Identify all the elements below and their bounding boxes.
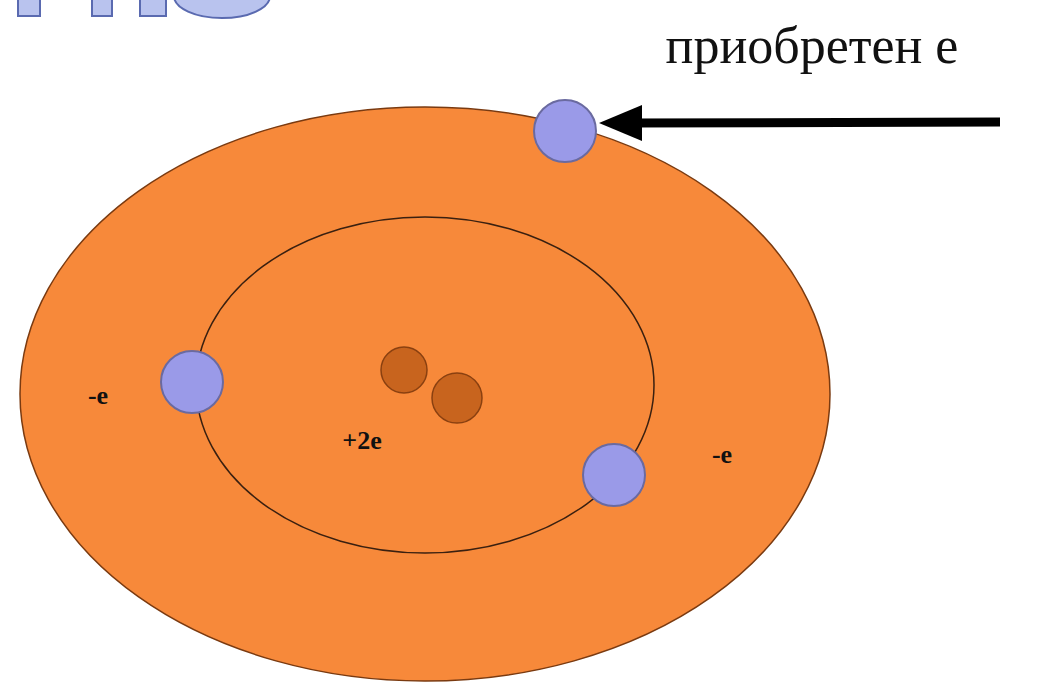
- heading-fragment: [140, 0, 166, 16]
- charge-label: -e: [88, 382, 108, 411]
- gained-electron: [534, 100, 596, 162]
- pointer-arrow-head: [599, 105, 642, 141]
- caption-label: приобретен e: [666, 17, 959, 74]
- heading-fragment: [92, 0, 112, 16]
- heading-fragment: [18, 0, 40, 16]
- nucleon: [381, 347, 427, 393]
- pointer-arrow-shaft: [630, 122, 1000, 123]
- charge-label: -e: [712, 441, 732, 470]
- electron: [161, 351, 223, 413]
- nucleon: [432, 373, 482, 423]
- heading-fragment: [174, 0, 270, 18]
- charge-label: +2e: [342, 427, 381, 456]
- cut-off-heading-fragments: [18, 0, 270, 18]
- inner-orbit: [196, 217, 654, 553]
- electron: [583, 444, 645, 506]
- atom-cloud: [20, 107, 830, 681]
